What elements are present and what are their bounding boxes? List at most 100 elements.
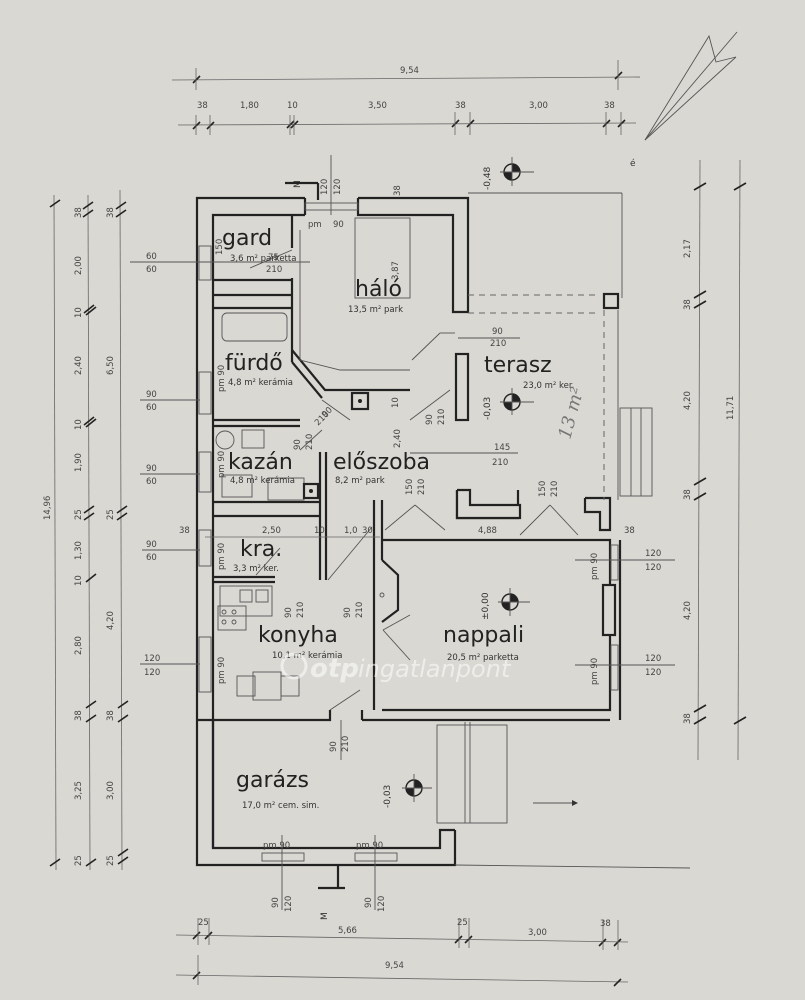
left-outer-seg-1: 6,50 bbox=[106, 356, 116, 375]
room-kazan: kazán 4,8 m² kerámia bbox=[228, 450, 295, 486]
left-outer-seg-4: 38 bbox=[106, 710, 116, 721]
garazs-door-top: 90 bbox=[329, 741, 339, 752]
konyha-door2-bottom: 210 bbox=[355, 602, 365, 618]
gard-window-side: 150 bbox=[215, 239, 225, 255]
left-seg-9: 2,80 bbox=[74, 636, 84, 655]
hall-wall-dim: 30 bbox=[362, 526, 373, 536]
room-halo-area: 13,5 m² park bbox=[348, 305, 403, 315]
room-kamra-name: kra. bbox=[240, 537, 282, 562]
right-seg-4: 4,20 bbox=[683, 601, 693, 620]
halo-window-pm: pm bbox=[308, 220, 322, 230]
left-window-top: 90 bbox=[146, 390, 157, 400]
garazs-window-top: 90 bbox=[364, 897, 374, 908]
room-eloszoba-area: 8,2 m² park bbox=[335, 476, 385, 486]
terasz-door-top: 145 bbox=[494, 443, 510, 453]
room-terasz-name: terasz bbox=[484, 353, 552, 378]
section-mark-label: M bbox=[293, 180, 303, 188]
left-outer-seg-2: 25 bbox=[106, 509, 116, 520]
left-seg-12: 25 bbox=[74, 855, 84, 866]
opening-annotations: 120 120 pm 90 M 38 75 210 150 3,87 90 21… bbox=[130, 155, 675, 920]
section-mark-label: M bbox=[320, 912, 330, 920]
level-garazs-value: -0,03 bbox=[383, 785, 393, 808]
arrow-right-icon bbox=[533, 800, 578, 806]
terasz-door2-top: 90 bbox=[425, 414, 435, 425]
right-window-0: 120 120 pm 90 bbox=[575, 549, 675, 580]
left-window-top: 90 bbox=[146, 464, 157, 474]
room-eloszoba-name: előszoba bbox=[333, 450, 430, 475]
room-halo: háló 13,5 m² park bbox=[348, 277, 403, 315]
eloszoba-door-top: 150 bbox=[405, 479, 415, 495]
nappali-door-bottom: 210 bbox=[550, 481, 560, 497]
top-seg-2: 10 bbox=[287, 101, 298, 111]
konyha-door1-top: 90 bbox=[284, 607, 294, 618]
left-window-4: 120 120 bbox=[140, 654, 200, 678]
room-konyha: konyha 10,1 m² kerámia bbox=[258, 623, 342, 661]
right-window-pm: pm 90 bbox=[590, 658, 600, 685]
left-window-bottom: 60 bbox=[146, 553, 157, 563]
room-garazs-area: 17,0 m² cem. sim. bbox=[242, 801, 319, 811]
left-outer-seg-3: 4,20 bbox=[106, 611, 116, 630]
terasz-door2-bottom: 210 bbox=[437, 409, 447, 425]
nappali-door-top: 150 bbox=[538, 481, 548, 497]
eloszoba-depth-dim: 2,40 bbox=[393, 429, 403, 448]
level-symbol-icon bbox=[402, 774, 432, 802]
room-kazan-area: 4,8 m² kerámia bbox=[230, 476, 295, 486]
left-seg-10: 38 bbox=[74, 710, 84, 721]
bottom-seg-2: 25 bbox=[457, 918, 468, 928]
left-window-top: 60 bbox=[146, 252, 157, 262]
garazs-window-1: pm 90 90 120 bbox=[356, 835, 387, 912]
left-window-bottom: 60 bbox=[146, 403, 157, 413]
top-window-top: 120 bbox=[320, 179, 330, 195]
room-terasz-area: 23,0 m² ker. bbox=[523, 381, 574, 391]
room-kamra: kra. 3,3 m² ker. bbox=[233, 537, 282, 574]
room-furdo-area: 4,8 m² kerámia bbox=[228, 378, 293, 388]
level-marker-garazs: -0,03 bbox=[383, 774, 432, 808]
room-kamra-area: 3,3 m² ker. bbox=[233, 564, 279, 574]
level-nappali-value: ±0,00 bbox=[481, 592, 491, 620]
left-total-dim: 14,96 bbox=[43, 496, 53, 520]
room-gard-area: 3,6 m² parketta bbox=[230, 254, 296, 264]
left-window-bottom: 60 bbox=[146, 477, 157, 487]
right-wall-dim: 38 bbox=[624, 526, 635, 536]
room-konyha-name: konyha bbox=[258, 623, 338, 648]
right-window-top: 120 bbox=[645, 549, 661, 559]
konyha-door2-top: 90 bbox=[343, 607, 353, 618]
left-seg-5: 1,90 bbox=[74, 453, 84, 472]
room-terasz: terasz 23,0 m² ker. bbox=[484, 353, 574, 391]
top-dimensions: 9,54 38 1,80 10 3,50 38 3,00 38 bbox=[171, 60, 641, 135]
left-wall-38: 38 bbox=[179, 526, 190, 536]
left-seg-2: 10 bbox=[74, 307, 84, 318]
right-seg-1: 38 bbox=[683, 299, 693, 310]
level-symbol-icon bbox=[500, 388, 534, 415]
north-label: é bbox=[630, 158, 636, 169]
left-seg-8: 10 bbox=[74, 575, 84, 586]
right-window-bottom: 120 bbox=[645, 563, 661, 573]
right-window-1: 120 120 pm 90 bbox=[575, 654, 675, 685]
garazs-window-label: pm 90 bbox=[263, 841, 290, 851]
garazs-window-label: pm 90 bbox=[356, 841, 383, 851]
level-marker-top: -0,48 bbox=[483, 157, 534, 190]
bottom-seg-4: 38 bbox=[600, 919, 611, 929]
room-nappali: nappali 20,5 m² parketta bbox=[443, 623, 524, 663]
top-seg-3: 3,50 bbox=[368, 101, 387, 111]
level-terasz-value: -0,03 bbox=[483, 397, 493, 420]
watermark: otp ingatlanpont bbox=[280, 652, 512, 684]
room-garazs: garázs 17,0 m² cem. sim. bbox=[236, 768, 319, 811]
top-seg-0: 38 bbox=[197, 101, 208, 111]
left-outer-seg-0: 38 bbox=[106, 207, 116, 218]
left-window-2: 90 60 bbox=[140, 464, 200, 487]
room-konyha-area: 10,1 m² kerámia bbox=[272, 651, 342, 661]
left-dimensions: 14,96 38 2,00 10 2,40 10 1,90 25 1,30 10… bbox=[43, 189, 129, 871]
gard-door-top: 75 bbox=[268, 253, 279, 263]
right-window-bottom: 120 bbox=[645, 668, 661, 678]
eloszoba-door-bottom: 210 bbox=[417, 479, 427, 495]
halo-door-bottom: 210 bbox=[490, 339, 506, 349]
right-seg-3: 38 bbox=[683, 489, 693, 500]
kazan-door-top: 90 bbox=[293, 439, 303, 450]
right-window-top: 120 bbox=[645, 654, 661, 664]
kazan-window-pm: pm 90 bbox=[217, 451, 227, 478]
left-window-bottom: 60 bbox=[146, 265, 157, 275]
watermark-brand: otp bbox=[310, 654, 359, 684]
left-seg-6: 25 bbox=[74, 509, 84, 520]
top-seg-6: 38 bbox=[604, 101, 615, 111]
